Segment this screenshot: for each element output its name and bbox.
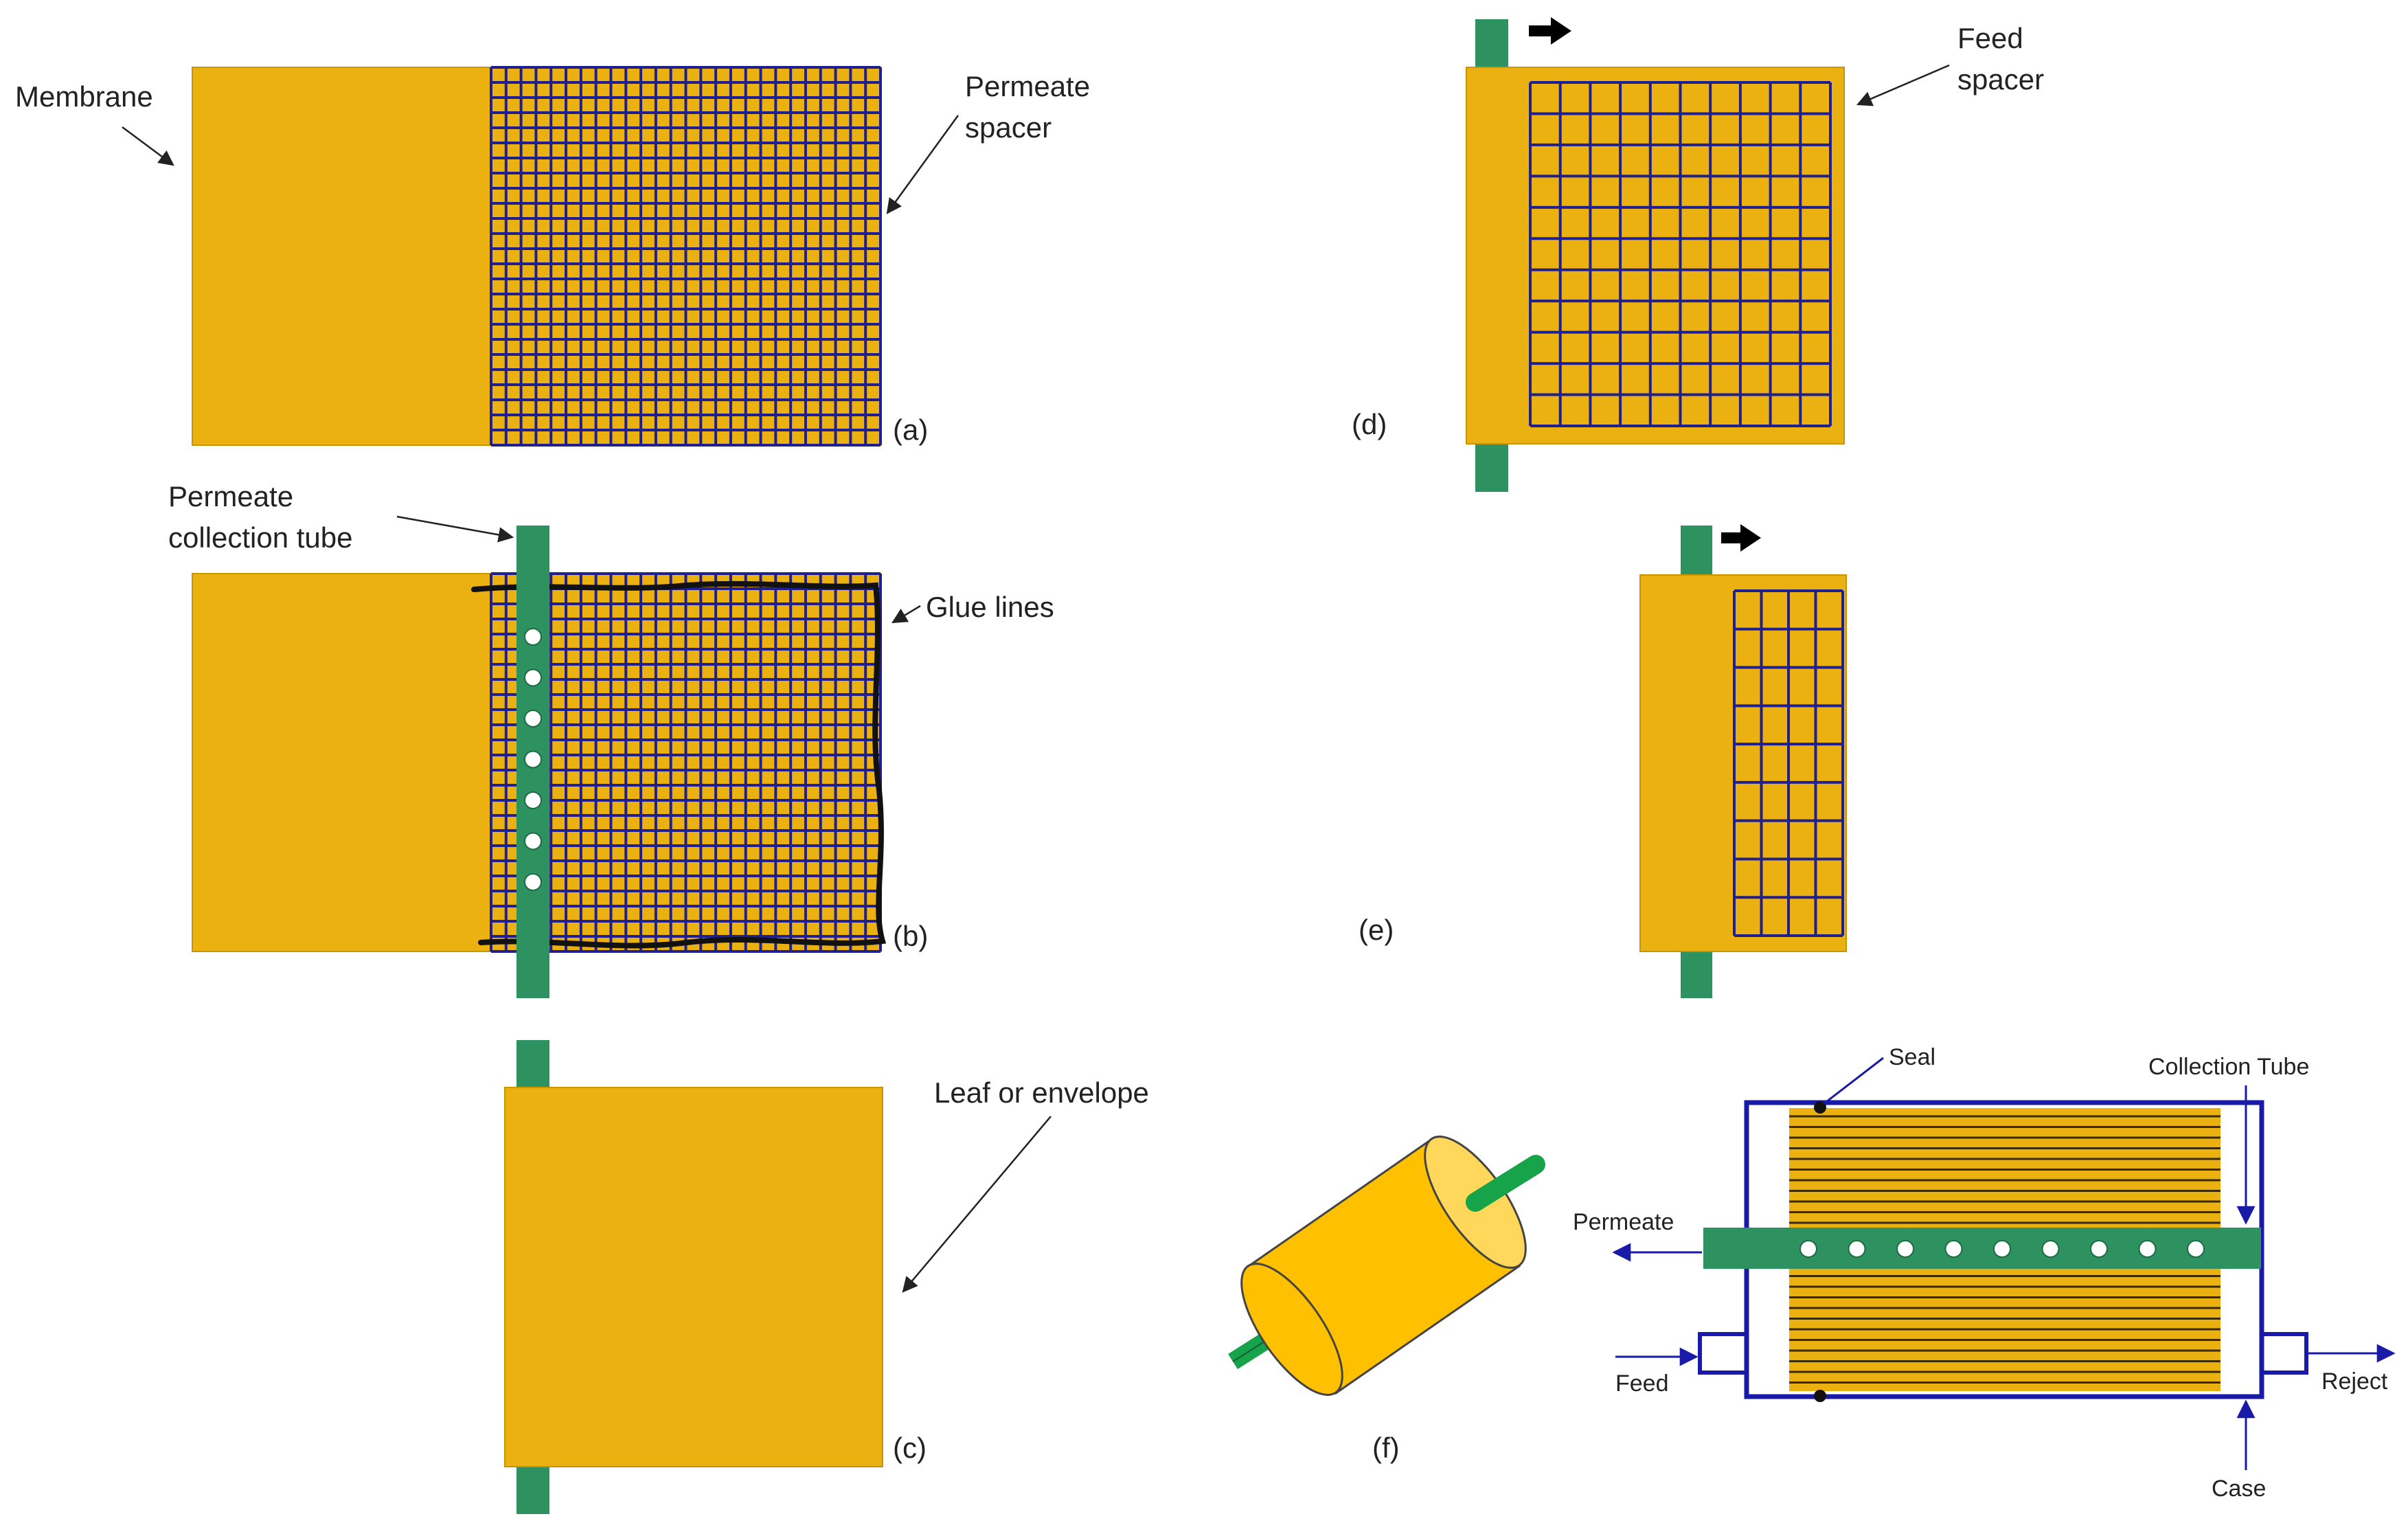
perforation-hole [524,832,542,850]
collection-tube-top-e [1681,526,1712,575]
feed-spacer-grid-e [1733,589,1844,937]
perforation-hole [524,668,542,687]
permeate-label: Permeate [1573,1209,1674,1235]
collection-tube-top-d [1475,19,1508,67]
membrane-leaf-d [1466,67,1845,444]
seal-label: Seal [1889,1044,1935,1070]
panel-label-e: (e) [1359,914,1394,946]
permeate-spacer-grid-a [490,66,882,447]
tube-perforations-b [524,628,542,891]
glue-lines-pointer [891,605,921,624]
right-block-arrow-icon-e [1721,524,1761,552]
perforation-hole [524,628,542,646]
cylinder-tube-right [1466,1155,1545,1212]
permeate-spacer-grid-b [490,572,882,953]
seal-bottom [1814,1390,1826,1402]
feed-spacer-pointer [1856,64,1950,106]
panel-e: (e) [1359,524,1847,998]
permeate-tube-label-line2: collection tube [168,521,353,554]
permeate-spacer-pointer [886,115,959,214]
perforation-hole [2041,1240,2060,1258]
permeate-spacer-label-line2: spacer [965,111,1052,144]
panel-f-cylinder: (f) [1228,1136,1545,1464]
panel-label-b: (b) [893,920,928,952]
panel-f-module: Seal Collection Tube Permeate Feed Rejec… [1573,1044,2396,1502]
seal-top [1814,1101,1826,1114]
panel-label-d: (d) [1352,408,1387,440]
collection-tube-bottom-e [1681,950,1712,998]
panel-label-f: (f) [1372,1432,1400,1464]
feed-port [1698,1332,1749,1375]
perforation-hole [524,750,542,769]
panel-d: Feed spacer (d) [1352,17,2044,492]
module-collection-tube [1703,1228,2261,1269]
perforation-hole [2187,1240,2205,1258]
perforation-hole [1944,1240,1963,1258]
roll-layer-lines [1789,1115,2220,1384]
right-block-arrow-icon-d [1529,17,1571,45]
perforation-hole [524,791,542,809]
leaf-envelope-label: Leaf or envelope [934,1076,1149,1109]
collection-tube-bottom-d [1475,442,1508,492]
reject-port [2258,1332,2308,1375]
cylinder-back-end [1240,1263,1343,1396]
permeate-tube-pointer [396,515,514,543]
panel-a: Membrane Permeate spacer (a) [15,66,1090,447]
perforation-hole [524,873,542,891]
perforation-hole [1993,1240,2011,1258]
perforation-hole [1799,1240,1817,1258]
collection-tube-label: Collection Tube [2148,1054,2309,1080]
perforation-hole [1896,1240,1914,1258]
membrane-leaf-e [1639,574,1847,952]
seal-pointer [1823,1057,1884,1105]
perforation-hole [524,710,542,727]
perforation-hole [1848,1240,1866,1258]
perforation-hole [2090,1240,2108,1258]
panel-b: Permeate collection tube Glue lines (b) [168,480,1054,998]
leaf-envelope-pointer [902,1116,1052,1293]
glue-line [471,580,887,949]
feed-label: Feed [1615,1371,1669,1397]
feed-spacer-grid-d [1529,81,1832,427]
case-label: Case [2212,1476,2266,1502]
perforation-hole [2138,1240,2157,1258]
membrane-label: Membrane [15,80,153,113]
module-tube-perforations [1799,1240,2205,1258]
panel-label-c: (c) [893,1432,927,1464]
membrane-pointer [122,126,174,166]
feed-spacer-label-line1: Feed [1957,22,2023,54]
panel-c: Leaf or envelope (c) [504,1040,1149,1514]
glue-lines-label: Glue lines [926,591,1054,623]
permeate-tube-label-line1: Permeate [168,480,293,512]
permeate-spacer-label-line1: Permeate [965,70,1090,102]
leaf-envelope [504,1087,883,1467]
collection-tube-bottom-c [516,1465,549,1514]
collection-tube-top-c [516,1040,549,1090]
panel-label-a: (a) [893,414,928,446]
reject-label: Reject [2321,1368,2388,1395]
feed-spacer-label-line2: spacer [1957,63,2044,95]
